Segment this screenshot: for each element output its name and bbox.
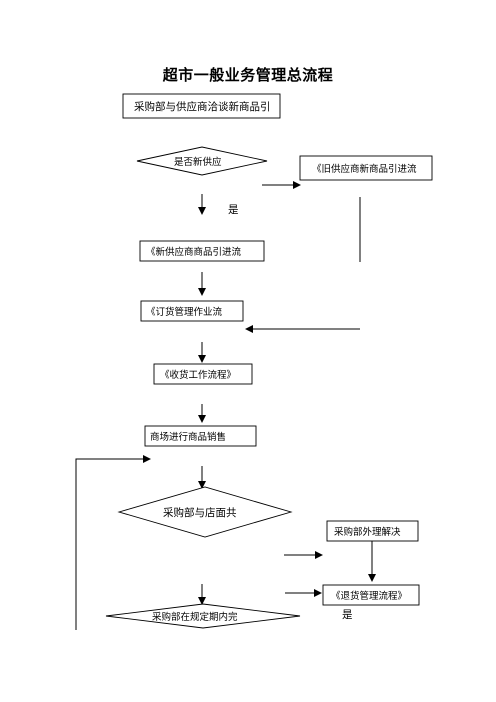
new-supplier-flow-text: 《新供应商商品引进流 (146, 246, 242, 258)
ordering-flow-text: 《订货管理作业流 (146, 306, 223, 318)
new-supplier-flow-box: 《新供应商商品引进流 (139, 240, 265, 262)
yes-label-2: 是 (342, 609, 353, 621)
decision-purchasing-store-text: 采购部与店面共 (163, 506, 237, 519)
negotiate-text: 采购部与供应商洽谈新商品引 (134, 100, 271, 113)
page-title: 超市一般业务管理总流程 (162, 66, 334, 84)
decision-bottom-text: 采购部在规定期内完 (152, 611, 238, 623)
yes-label-1: 是 (228, 204, 239, 216)
receiving-flow-box: 《收货工作流程》 (153, 363, 253, 385)
negotiate-box: 采购部与供应商洽谈新商品引 (122, 93, 281, 119)
decision-new-supplier: 是否新供应 (136, 146, 268, 176)
old-supplier-flow-text: 《旧供应商新商品引进流 (312, 163, 417, 175)
receiving-flow-text: 《收货工作流程》 (160, 369, 236, 381)
decision-new-supplier-text: 是否新供应 (174, 156, 222, 168)
ordering-flow-box: 《订货管理作业流 (140, 300, 244, 322)
feedback-loop-line (75, 455, 151, 630)
decision-bottom: 采购部在规定期内完 (105, 603, 301, 629)
store-sales-box: 商场进行商品销售 (144, 425, 257, 447)
decision-purchasing-store: 采购部与店面共 (117, 486, 293, 538)
store-sales-text: 商场进行商品销售 (150, 431, 226, 443)
old-supplier-flow-box: 《旧供应商新商品引进流 (299, 155, 433, 181)
return-flow-box: 《退货管理流程》 (322, 584, 420, 606)
return-flow-text: 《退货管理流程》 (331, 590, 407, 602)
purchasing-solve-text: 采购部外理解决 (334, 526, 401, 538)
purchasing-solve-box: 采购部外理解决 (326, 520, 419, 542)
